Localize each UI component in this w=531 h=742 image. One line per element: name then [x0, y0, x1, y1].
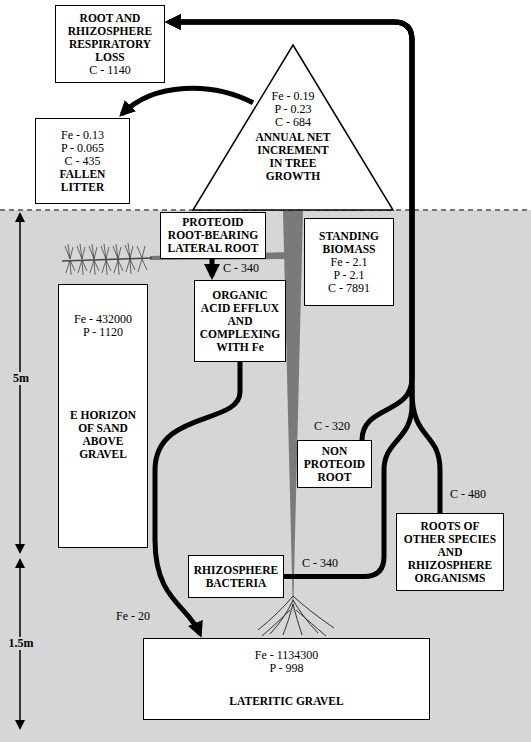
flux-value: P - 0.23 — [193, 103, 393, 116]
box-heading: RHIZOSPHERE BACTERIA — [192, 564, 280, 590]
flux-box: STANDING BIOMASSFe - 2.1P - 2.1C - 7891 — [304, 218, 394, 306]
box-heading: PROTEOID ROOT-BEARING LATERAL ROOT — [164, 216, 262, 255]
box-heading: ROOTS OF OTHER SPECIES AND RHIZOSPHERE O… — [400, 520, 500, 585]
flux-box: RHIZOSPHERE BACTERIA — [188, 555, 284, 598]
flux-value: P - 998 — [147, 662, 426, 675]
growth-triangle: Fe - 0.19P - 0.23C - 684ANNUAL NET INCRE… — [193, 45, 393, 210]
flux-arrow — [169, 22, 412, 577]
flux-box: ORGANIC ACID EFFLUX AND COMPLEXING WITH … — [194, 280, 286, 362]
flux-box: NON PROTEOID ROOT — [297, 440, 372, 488]
flux-value: C - 435 — [39, 155, 126, 168]
box-heading: E HORIZON OF SAND ABOVE GRAVEL — [62, 409, 144, 461]
box-heading: ANNUAL NET INCREMENT IN TREE GROWTH — [252, 131, 334, 183]
flux-value: Fe - 1134300 — [147, 649, 426, 662]
flux-box: Fe - 1134300P - 998LATERITIC GRAVEL — [143, 638, 430, 720]
flux-box: PROTEOID ROOT-BEARING LATERAL ROOT — [160, 212, 266, 259]
flux-box: Fe - 432000P - 1120 E HORIZON OF SAND ABO… — [58, 284, 148, 548]
root-hairs — [258, 596, 334, 636]
flux-box: ROOT AND RHIZOSPHERE RESPIRATORY LOSSC -… — [55, 5, 165, 83]
flux-label: C - 320 — [312, 420, 352, 433]
box-heading: ORGANIC ACID EFFLUX AND COMPLEXING WITH … — [198, 289, 282, 354]
flux-label: Fe - 20 — [114, 610, 152, 623]
flux-value: C - 1140 — [59, 64, 161, 77]
flux-label: C - 340 — [221, 262, 261, 275]
flux-label: C - 480 — [448, 488, 488, 501]
box-heading: FALLEN LITTER — [39, 168, 126, 194]
flux-value: Fe - 0.19 — [193, 90, 393, 103]
lateral-root-thin — [62, 258, 152, 261]
box-heading: STANDING BIOMASS — [308, 230, 390, 256]
triangle-shape — [193, 45, 393, 210]
box-heading: NON PROTEOID ROOT — [301, 445, 368, 484]
flux-value: C - 7891 — [308, 282, 390, 295]
flux-arrow — [122, 88, 253, 114]
box-heading: LATERITIC GRAVEL — [147, 695, 426, 708]
dimension-arrowhead — [15, 544, 25, 554]
flux-value: C - 684 — [193, 116, 393, 129]
flux-arrow — [169, 22, 440, 513]
flux-arrow — [210, 259, 215, 276]
dimension-label: 5m — [11, 372, 31, 385]
dimension-arrowhead — [15, 558, 25, 568]
proteoid-rootlets — [65, 243, 147, 275]
flux-box: ROOTS OF OTHER SPECIES AND RHIZOSPHERE O… — [396, 513, 504, 591]
flux-value: P - 1120 — [62, 326, 144, 339]
flux-value: Fe - 0.13 — [39, 129, 126, 142]
dimension-label: 1.5m — [7, 637, 36, 650]
flux-value: Fe - 432000 — [62, 313, 144, 326]
flux-value: P - 2.1 — [308, 269, 390, 282]
flux-label: C - 340 — [300, 557, 340, 570]
flux-box: Fe - 0.13P - 0.065C - 435FALLEN LITTER — [35, 118, 130, 204]
soil-ground — [0, 210, 531, 742]
dimension-arrowhead — [15, 212, 25, 222]
flux-value: P - 0.065 — [39, 142, 126, 155]
flux-value: Fe - 2.1 — [308, 256, 390, 269]
dimension-arrowhead — [15, 720, 25, 730]
box-heading: ROOT AND RHIZOSPHERE RESPIRATORY LOSS — [59, 12, 161, 64]
